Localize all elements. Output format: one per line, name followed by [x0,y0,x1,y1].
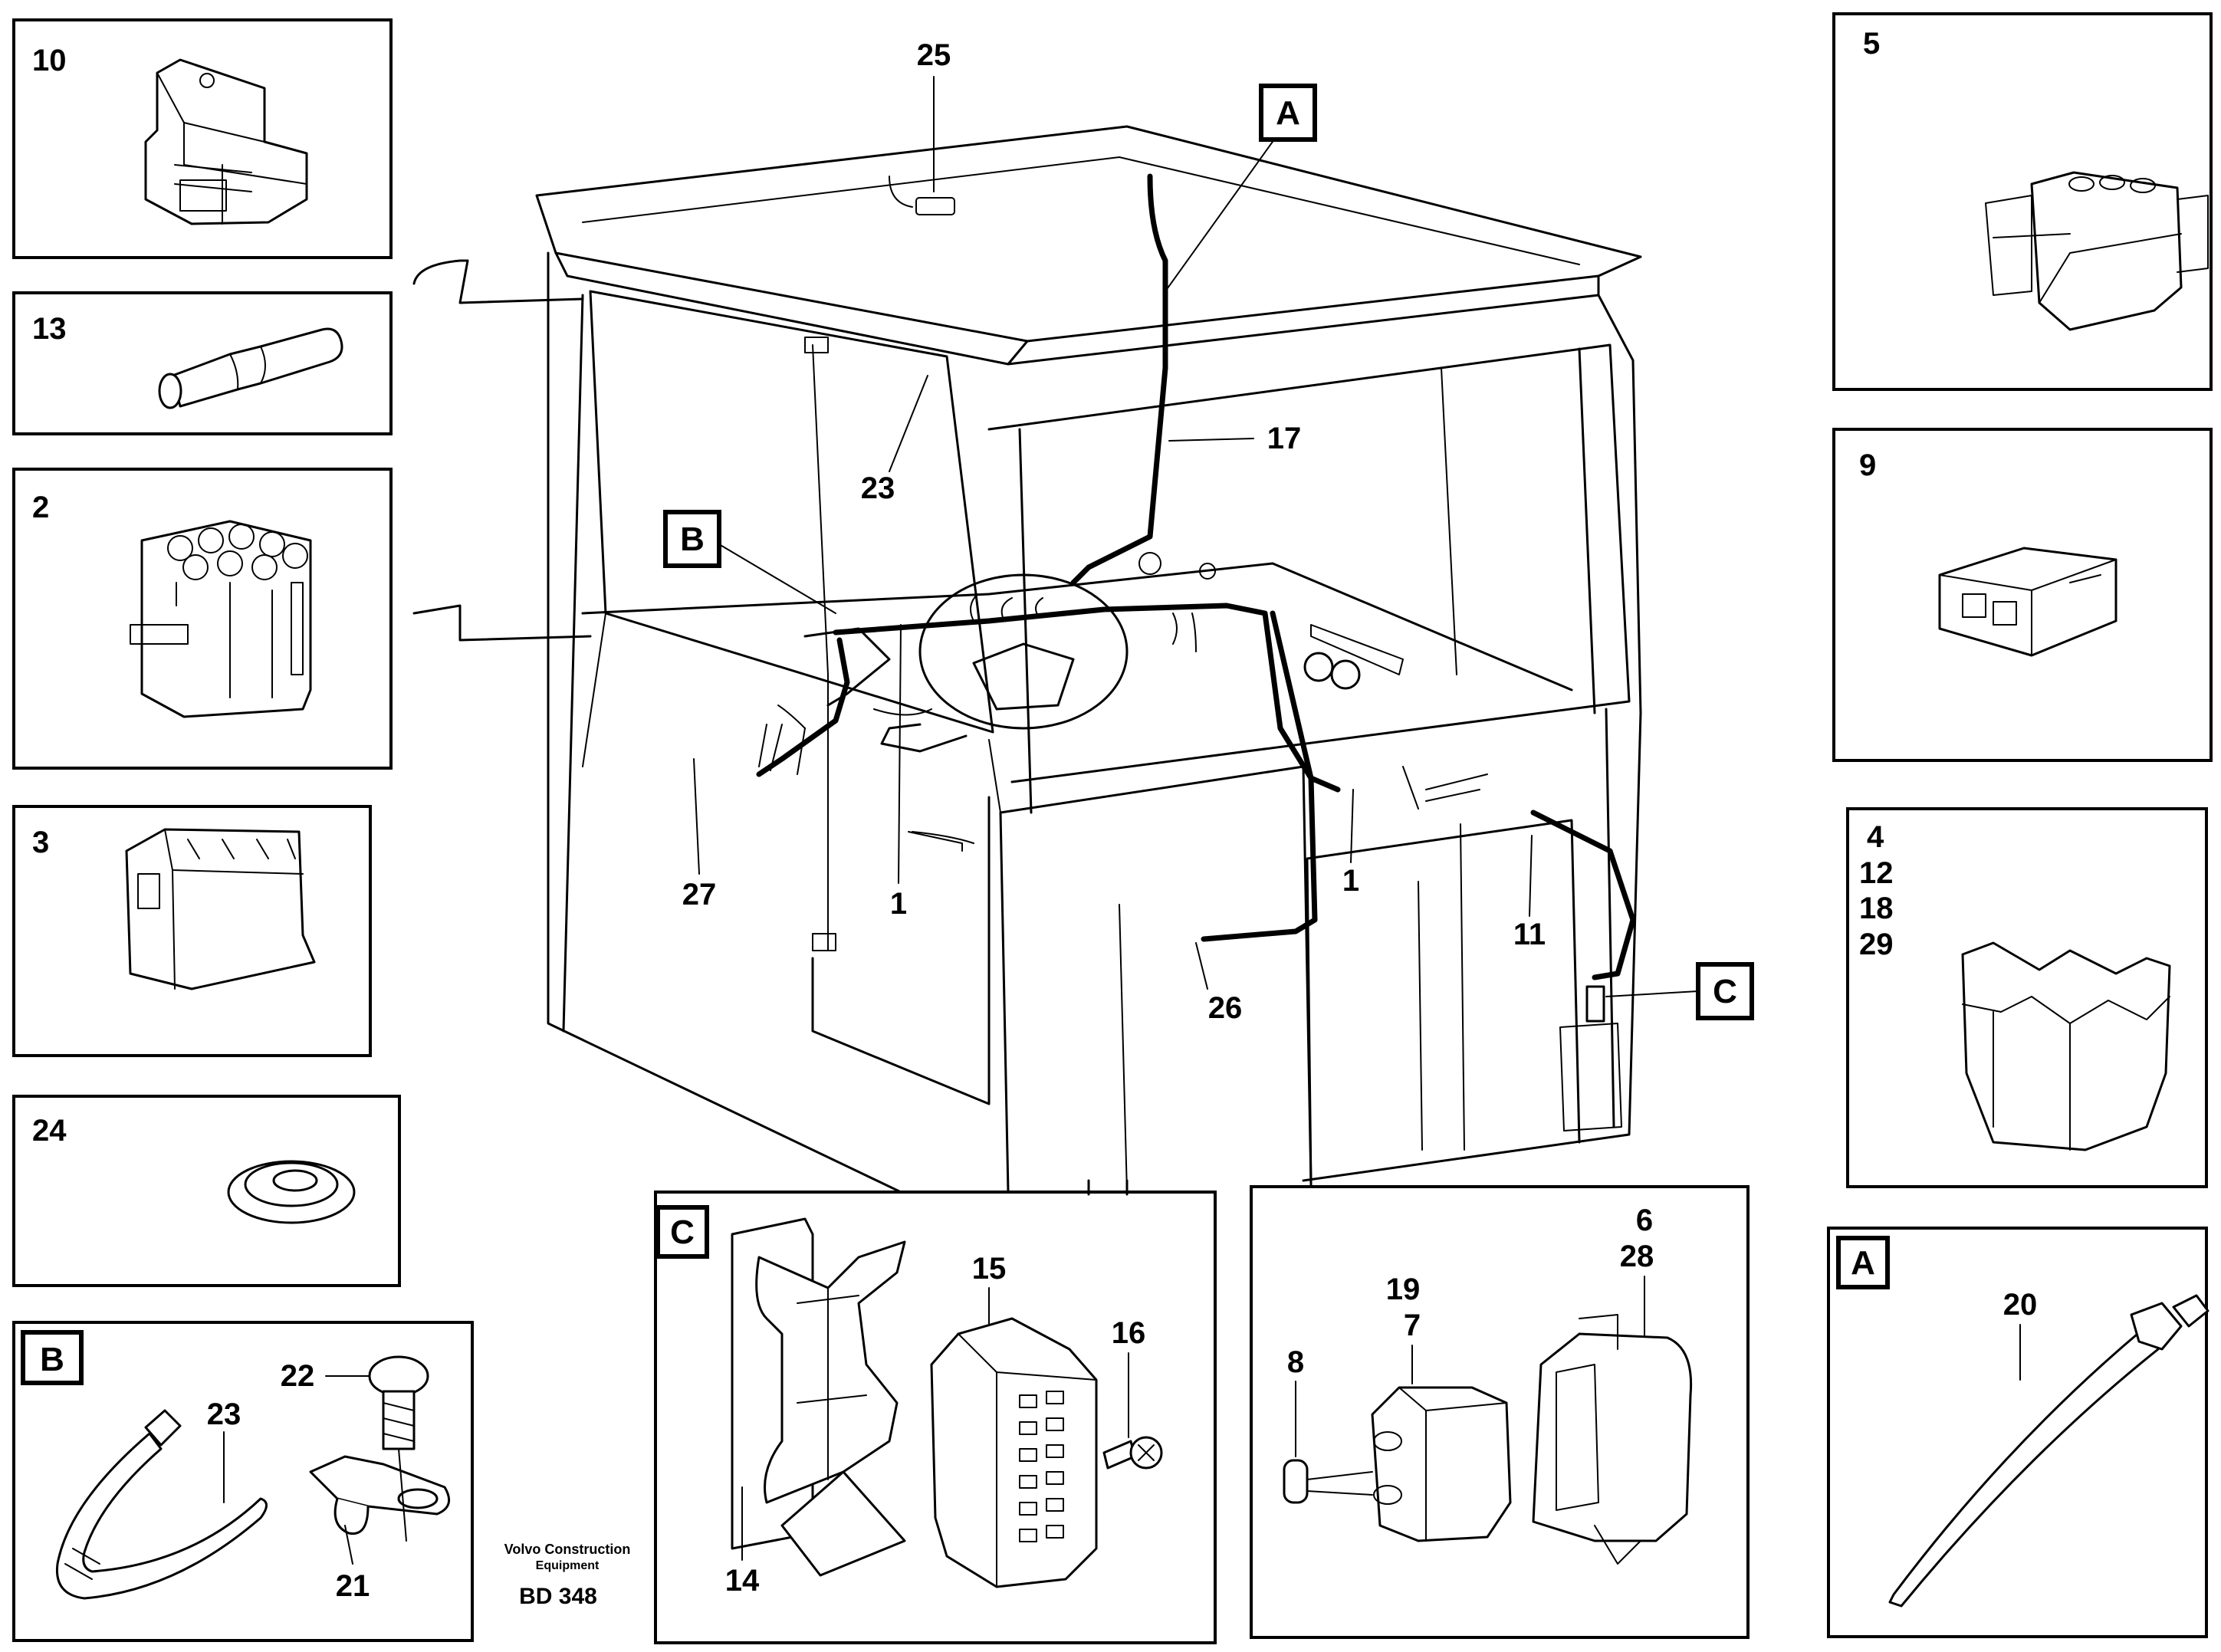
svg-text:24: 24 [32,1114,67,1148]
terminal-pin-icon [1283,1459,1373,1504]
svg-text:28: 28 [1620,1240,1654,1273]
svg-text:A: A [1276,94,1300,132]
svg-text:9: 9 [1859,448,1876,482]
svg-text:B: B [40,1341,64,1378]
grommet-icon [227,1160,356,1224]
svg-text:20: 20 [2003,1288,2038,1322]
svg-text:22: 22 [281,1359,315,1393]
svg-text:3: 3 [32,826,49,859]
svg-text:14: 14 [725,1564,760,1598]
mounting-bracket-icon [731,1217,906,1577]
panel-4-12-18-29: 4 12 18 29 [1846,807,2208,1188]
svg-text:27: 27 [682,878,717,911]
multi-connector-cover-icon [1961,941,2171,1151]
svg-text:C: C [1713,973,1737,1010]
panel-9: 9 [1832,428,2213,762]
plug-housing-icon [1371,1386,1512,1542]
screw-icon [1102,1436,1163,1470]
svg-text:12: 12 [1859,856,1894,890]
svg-text:Equipment: Equipment [536,1559,600,1572]
panel-3: 3 [12,805,372,1057]
svg-text:7: 7 [1404,1309,1421,1342]
svg-text:17: 17 [1267,422,1302,455]
cable-sleeve-icon [158,327,343,409]
svg-text:23: 23 [207,1397,241,1431]
svg-text:16: 16 [1112,1316,1146,1350]
bolt-and-clamp-icon [309,1355,451,1542]
panel-24: 24 [12,1095,401,1287]
cab-drawing [412,125,1642,1194]
panel-A: A 20 [1827,1227,2210,1638]
svg-text:18: 18 [1859,892,1894,925]
three-pin-housing-icon [1985,171,2209,331]
svg-text:A: A [1851,1244,1875,1282]
svg-text:23: 23 [861,471,895,505]
svg-text:4: 4 [1867,820,1884,854]
socket-housing-icon [1532,1314,1693,1565]
leader-lines [1087,1179,1129,1196]
svg-text:5: 5 [1863,27,1880,61]
connector-housing-icon [125,828,316,990]
panel-13: 13 [12,291,393,435]
svg-text:15: 15 [972,1252,1007,1286]
svg-text:10: 10 [32,44,67,77]
panel-10: 10 [12,18,393,259]
svg-text:6: 6 [1636,1204,1653,1237]
panel-5: 5 [1832,12,2213,391]
panel-2: 2 [12,468,393,770]
svg-text:11: 11 [1513,918,1546,951]
svg-text:25: 25 [917,38,951,72]
relay-block-icon [930,1317,1098,1588]
svg-text:19: 19 [1386,1273,1421,1306]
svg-text:13: 13 [32,312,67,346]
svg-text:8: 8 [1287,1345,1304,1379]
credit-block: Volvo Construction Equipment BD 348 [504,1542,631,1609]
panel-C: C 15 16 14 [654,1191,1217,1644]
cable-tie-long-icon [1888,1294,2210,1608]
panel-B: B 23 22 21 [12,1321,474,1642]
two-pin-plug-icon [1938,547,2118,657]
multi-pin-connector-icon [130,520,312,718]
svg-text:BD 348: BD 348 [519,1584,597,1609]
svg-text:B: B [680,521,705,558]
svg-text:2: 2 [32,491,49,524]
svg-text:Volvo Construction: Volvo Construction [504,1542,631,1557]
svg-text:29: 29 [1859,928,1894,961]
svg-text:21: 21 [336,1569,370,1603]
svg-text:1: 1 [890,887,907,921]
cab-callouts: 25 A 17 23 B 27 1 1 11 26 C [663,38,1754,1025]
cable-tie-icon [55,1409,268,1600]
svg-text:26: 26 [1208,991,1243,1025]
svg-text:C: C [670,1214,695,1251]
relay-socket-icon [144,58,308,225]
panel-connector-set: 6 28 19 7 8 [1250,1185,1750,1639]
svg-text:1: 1 [1342,864,1359,898]
